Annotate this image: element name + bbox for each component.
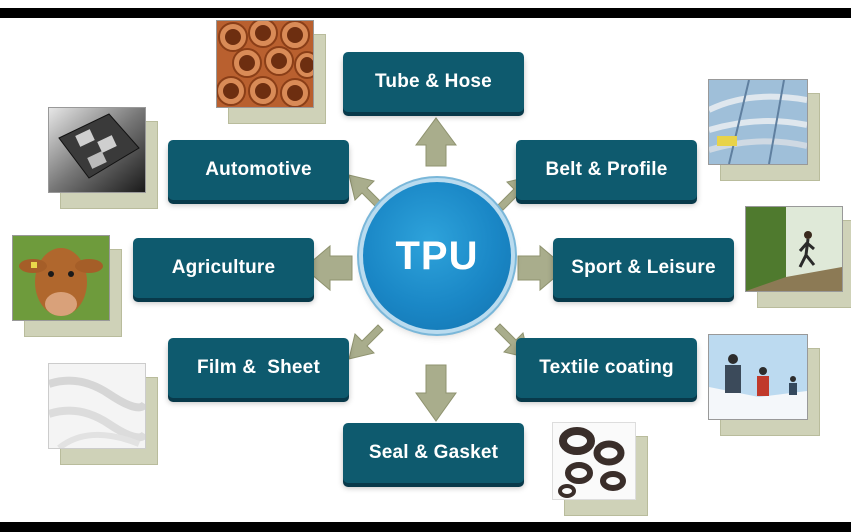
- arrow-up: [415, 117, 457, 167]
- cow-image: [13, 236, 109, 320]
- arrow-up-left: [348, 174, 384, 210]
- label-belt-profile: Belt & Profile: [545, 159, 668, 180]
- box-seal-gasket: Seal & Gasket: [343, 423, 524, 483]
- seals-image: [553, 423, 635, 499]
- conveyor-image: [709, 80, 807, 164]
- box-film-sheet: Film & Sheet: [168, 338, 349, 398]
- box-textile-coating: Textile coating: [516, 338, 697, 398]
- label-film-sheet: Film & Sheet: [197, 357, 320, 378]
- hikers-image: [709, 335, 807, 419]
- label-textile-coating: Textile coating: [539, 357, 674, 378]
- runner-image: [746, 207, 842, 291]
- label-tube-hose: Tube & Hose: [375, 71, 492, 92]
- label-agriculture: Agriculture: [171, 257, 276, 278]
- box-sport-leisure: Sport & Leisure: [553, 238, 734, 298]
- arrow-down: [415, 364, 457, 422]
- top-border-bar: [0, 8, 851, 18]
- bottom-border-bar: [0, 522, 851, 532]
- label-automotive: Automotive: [205, 159, 312, 180]
- car-panel-image: [49, 108, 145, 192]
- arrow-left: [303, 244, 353, 292]
- tpu-label: TPU: [395, 233, 479, 278]
- box-tube-hose: Tube & Hose: [343, 52, 524, 112]
- box-belt-profile: Belt & Profile: [516, 140, 697, 200]
- box-agriculture: Agriculture: [133, 238, 314, 298]
- label-sport-leisure: Sport & Leisure: [571, 257, 716, 278]
- box-automotive: Automotive: [168, 140, 349, 200]
- label-seal-gasket: Seal & Gasket: [368, 442, 499, 463]
- pipes-image: [217, 21, 313, 107]
- film-image: [49, 364, 145, 448]
- arrow-down-left: [348, 324, 384, 360]
- tpu-center-circle: TPU: [363, 182, 511, 330]
